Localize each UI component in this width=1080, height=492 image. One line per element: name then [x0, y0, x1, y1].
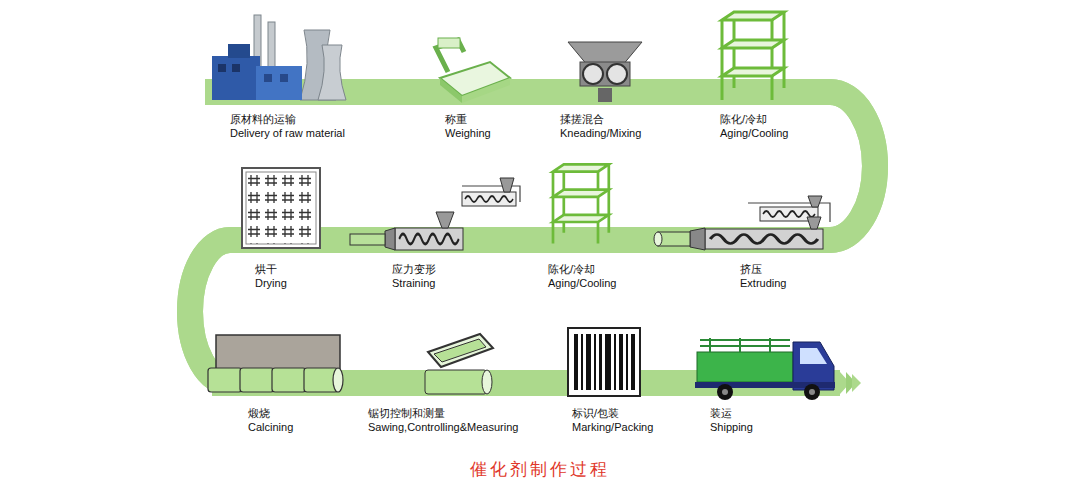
- step-name-en: Kneading/Mixing: [560, 126, 641, 140]
- shelf-icon: [553, 164, 609, 243]
- flow-connector: [676, 370, 695, 396]
- process-step: 应力变形Straining: [345, 175, 523, 290]
- step-name-en: Aging/Cooling: [720, 126, 789, 140]
- step-name-en: Straining: [392, 276, 436, 290]
- step-name-zh: 陈化/冷却: [720, 112, 789, 126]
- step-name-zh: 标识/包装: [572, 406, 653, 420]
- step-label: 锯切控制和测量Sawing,Controlling&Measuring: [368, 406, 518, 434]
- step-label: 陈化/冷却Aging/Cooling: [548, 262, 617, 290]
- flow-connector: [646, 79, 715, 105]
- process-step: 烘干Drying: [240, 165, 322, 290]
- scale-icon: [436, 38, 510, 103]
- step-label: 装运Shipping: [710, 406, 753, 434]
- step-name-zh: 烘干: [255, 262, 287, 276]
- step-name-en: Calcining: [248, 420, 293, 434]
- step-name-en: Drying: [255, 276, 287, 290]
- step-label: 称重Weighing: [445, 112, 491, 140]
- process-step: 揉搓混合Kneading/Mixing: [556, 38, 646, 140]
- straining-icon: [350, 178, 520, 250]
- flow-connector: [344, 370, 365, 396]
- step-name-zh: 应力变形: [392, 262, 436, 276]
- step-label: 挤压Extruding: [740, 262, 786, 290]
- extruder-icon: [654, 196, 830, 250]
- step-name-en: Weighing: [445, 126, 491, 140]
- step-label: 揉搓混合Kneading/Mixing: [560, 112, 641, 140]
- step-name-en: Sawing,Controlling&Measuring: [368, 420, 518, 434]
- flow-connector: [512, 79, 556, 105]
- step-name-en: Aging/Cooling: [548, 276, 617, 290]
- step-label: 烘干Drying: [255, 262, 287, 290]
- step-label: 煅烧Calcining: [248, 406, 293, 434]
- process-step: 陈化/冷却Aging/Cooling: [545, 158, 620, 290]
- step-name-zh: 锯切控制和测量: [368, 406, 518, 420]
- flow-connector: [523, 227, 545, 253]
- step-name-zh: 煅烧: [248, 406, 293, 420]
- step-name-en: Delivery of raw material: [230, 126, 345, 140]
- process-step: 陈化/冷却Aging/Cooling: [715, 12, 792, 140]
- process-step: 煅烧Calcining: [212, 330, 344, 434]
- flow-connector: [555, 370, 566, 396]
- band-path: [190, 92, 875, 383]
- kiln-icon: [208, 335, 343, 392]
- flow-connector: [348, 79, 428, 105]
- step-label: 原材料的运输Delivery of raw material: [230, 112, 345, 140]
- step-name-en: Marking/Packing: [572, 420, 653, 434]
- factory-icon: [212, 15, 346, 100]
- flow-connector: [620, 227, 650, 253]
- step-name-en: Shipping: [710, 420, 753, 434]
- flow-connector: [322, 227, 345, 253]
- process-step: 称重Weighing: [428, 38, 512, 140]
- band-arrow: [840, 372, 861, 394]
- step-name-zh: 揉搓混合: [560, 112, 641, 126]
- saw-icon: [425, 334, 493, 394]
- step-label: 陈化/冷却Aging/Cooling: [720, 112, 789, 140]
- process-step: 挤压Extruding: [650, 190, 825, 290]
- step-name-zh: 原材料的运输: [230, 112, 345, 126]
- step-name-en: Extruding: [740, 276, 786, 290]
- shelf-icon: [722, 12, 784, 100]
- step-name-zh: 装运: [710, 406, 753, 420]
- step-name-zh: 陈化/冷却: [548, 262, 617, 276]
- diagram-title: 催化剂制作过程: [0, 458, 1080, 481]
- step-label: 应力变形Straining: [392, 262, 436, 290]
- truck-icon: [695, 338, 835, 400]
- process-step: 锯切控制和测量Sawing,Controlling&Measuring: [365, 335, 555, 434]
- dryer-icon: [242, 168, 320, 248]
- barcode-icon: [568, 328, 640, 396]
- process-step: 标识/包装Marking/Packing: [566, 325, 676, 434]
- process-step: 原材料的运输Delivery of raw material: [205, 15, 348, 140]
- process-step: 装运Shipping: [695, 330, 835, 434]
- step-name-zh: 挤压: [740, 262, 786, 276]
- step-label: 标识/包装Marking/Packing: [572, 406, 653, 434]
- step-name-zh: 称重: [445, 112, 491, 126]
- kneader-icon: [568, 42, 642, 102]
